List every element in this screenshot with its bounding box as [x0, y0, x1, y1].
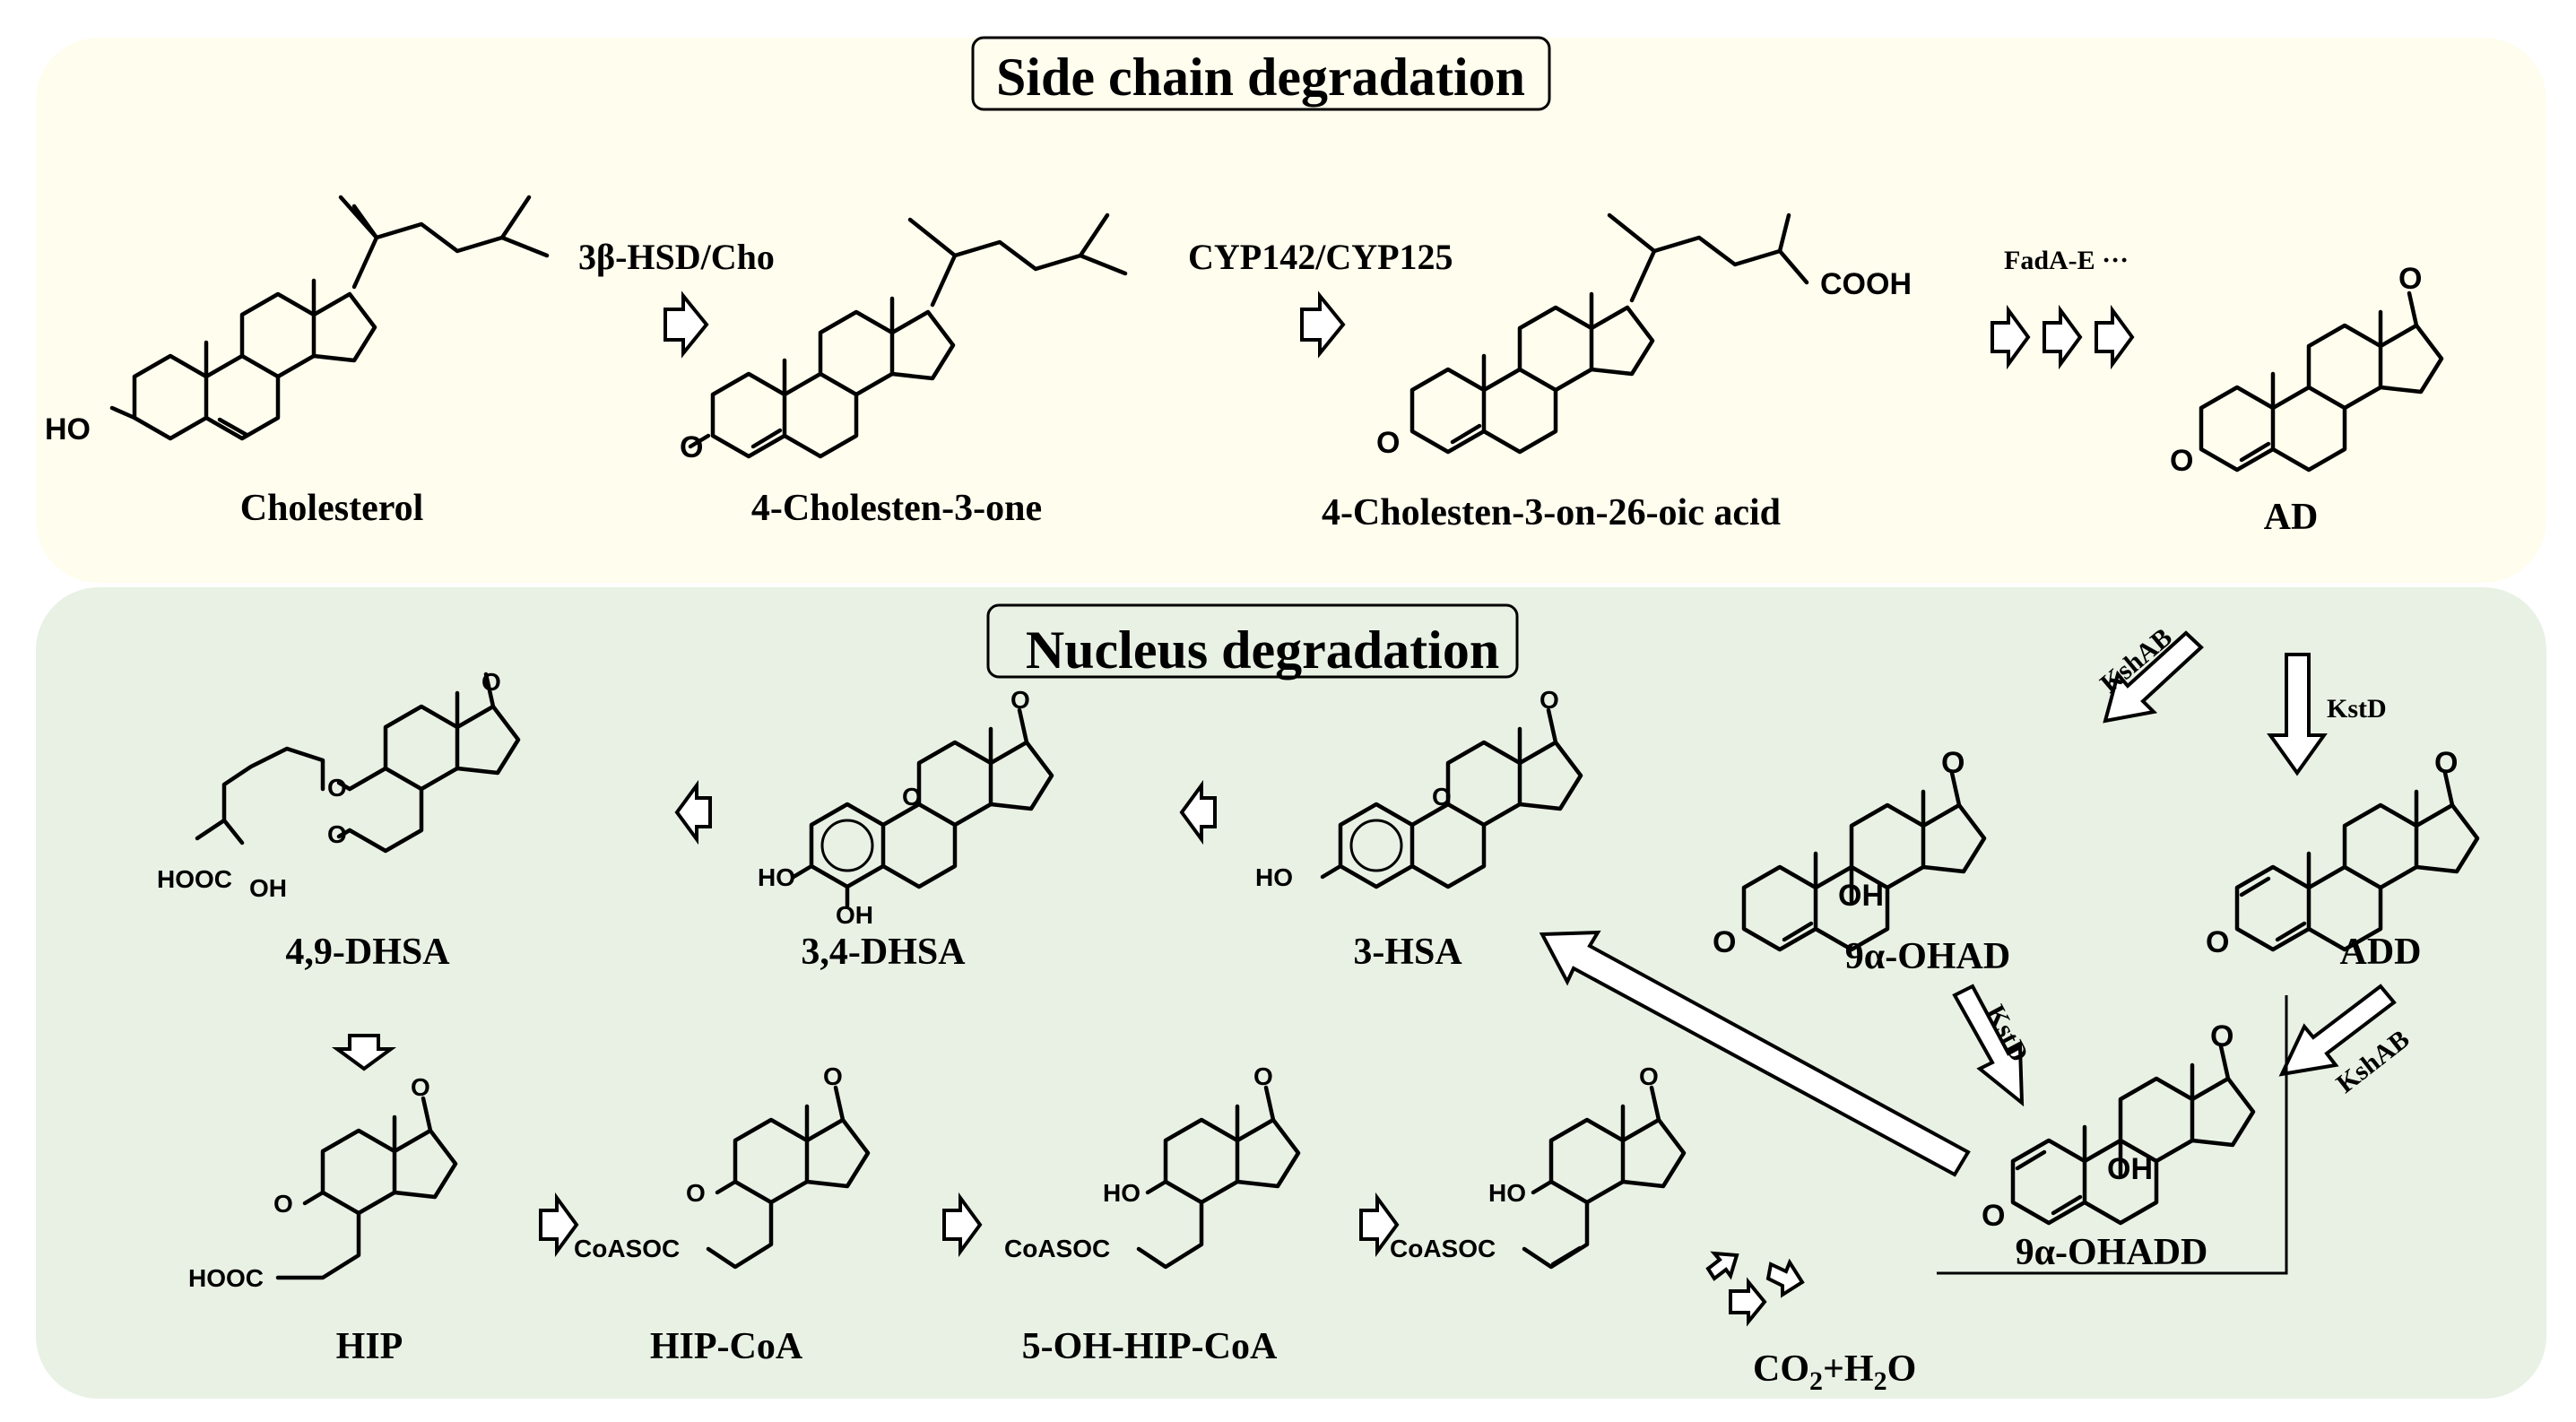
hsa-label: 3-HSA — [1353, 932, 1462, 973]
ohadd-o: O — [1982, 1199, 2005, 1233]
cholesterol-structure — [109, 195, 550, 438]
arrow-n5 — [942, 1192, 983, 1258]
hip-o: O — [273, 1190, 293, 1218]
ohad-o: O — [1713, 925, 1736, 959]
enzyme-kstd-1: KstD — [2327, 694, 2387, 724]
ohad-label: 9α-OHAD — [1845, 936, 2010, 977]
ohadd-o2: O — [2210, 1019, 2233, 1053]
hip-label: HIP — [336, 1326, 403, 1367]
dhsa49-label: 4,9-DHSA — [285, 932, 450, 973]
arrow-3c — [2095, 304, 2135, 370]
arrow-multi-2 — [1729, 1277, 1767, 1327]
dhsa49-o: O — [327, 774, 347, 802]
add-label: ADD — [2340, 932, 2422, 973]
dhsa34-structure — [791, 707, 1054, 908]
arrow-multi-3 — [1765, 1258, 1805, 1298]
co2-h2o-label: CO2+H2O — [1753, 1348, 1916, 1396]
enoyl-coa-structure — [1522, 1085, 1687, 1270]
arrow-multi-1 — [1705, 1251, 1739, 1281]
nucleus-title: Nucleus degradation — [1026, 620, 1499, 680]
hsa-structure — [1320, 707, 1583, 889]
ad-structure — [2201, 293, 2442, 470]
ad-label: AD — [2264, 497, 2319, 538]
ohhipcoa-coasoc: CoASOC — [1004, 1235, 1110, 1262]
cholestenoic-label: 4-Cholesten-3-on-26-oic acid — [1322, 492, 1781, 533]
dhsa34-label: 3,4-DHSA — [801, 932, 966, 973]
enzyme-cyp: CYP142/CYP125 — [1188, 237, 1453, 277]
cholesterol-ho: HO — [45, 412, 91, 447]
dhsa49-structure — [195, 672, 521, 854]
arrow-3b — [2043, 304, 2083, 370]
ohadd-label: 9α-OHADD — [2016, 1232, 2208, 1273]
cholestenone-o: O — [680, 430, 703, 464]
hipcoa-coasoc: CoASOC — [574, 1235, 680, 1262]
cholestenoic-o: O — [1376, 426, 1400, 460]
dhsa34-ho: HO — [758, 863, 795, 891]
enoyl-coasoc: CoASOC — [1390, 1235, 1496, 1262]
arrow-3a — [1991, 304, 2031, 370]
dhsa34-o: O — [902, 783, 922, 811]
hipcoa-o: O — [686, 1179, 706, 1207]
dhsa49-o2: O — [327, 820, 347, 848]
arrow-kstd-2 — [1952, 984, 2025, 1107]
hsa-o2: O — [1540, 686, 1559, 714]
ohad-structure — [1744, 773, 1984, 949]
arrow-n6 — [1359, 1192, 1400, 1258]
cholestenoic-cooh: COOH — [1820, 267, 1912, 301]
side-chain-panel — [36, 38, 2546, 583]
cholesterol-label: Cholesterol — [240, 488, 424, 529]
cholestenone-structure — [688, 212, 1128, 456]
enoyl-ho: HO — [1488, 1179, 1526, 1207]
arrow-2 — [1300, 290, 1346, 359]
add-o2: O — [2434, 746, 2458, 780]
side-chain-title-box — [971, 36, 1551, 111]
hip-o2: O — [411, 1073, 430, 1101]
ohhipcoa-label: 5-OH-HIP-CoA — [1022, 1326, 1278, 1367]
enzyme-fad: FadA-E ··· — [2004, 246, 2129, 275]
hip-structure — [275, 1096, 458, 1280]
hsa-o: O — [1432, 783, 1452, 811]
ohhipcoa-o2: O — [1253, 1062, 1273, 1090]
ohadd-oh: OH — [2107, 1152, 2153, 1186]
enzyme-hsd: 3β-HSD/Cho — [578, 237, 775, 277]
side-chain-title: Side chain degradation — [996, 48, 1525, 107]
ohad-o2: O — [1941, 746, 1965, 780]
dhsa34-oh: OH — [836, 901, 873, 929]
hipcoa-structure — [706, 1085, 871, 1270]
arrow-long — [1539, 930, 1971, 1177]
arrow-n2 — [674, 779, 712, 845]
ohhipcoa-structure — [1136, 1085, 1301, 1270]
hipcoa-o2: O — [823, 1062, 843, 1090]
arrow-kstd-1 — [2267, 653, 2328, 776]
add-structure — [2237, 773, 2477, 949]
nucleus-panel — [36, 587, 2546, 1399]
ohhipcoa-ho: HO — [1103, 1179, 1141, 1207]
arrow-kshab-1 — [2103, 630, 2204, 724]
ad-o2: O — [2398, 262, 2422, 296]
enoyl-o2: O — [1639, 1062, 1659, 1090]
hipcoa-label: HIP-CoA — [650, 1326, 803, 1367]
dhsa49-oh: OH — [249, 874, 287, 902]
dhsa49-o3: O — [481, 668, 501, 696]
hip-hooc: HOOC — [188, 1264, 264, 1292]
cholestenoic-acid-structure — [1412, 212, 1809, 452]
arrow-n4 — [539, 1192, 579, 1258]
hsa-ho: HO — [1255, 863, 1293, 891]
ad-o: O — [2170, 444, 2193, 478]
add-o: O — [2206, 925, 2229, 959]
dhsa34-o2: O — [1010, 686, 1030, 714]
nucleus-title-box — [986, 603, 1519, 679]
ohad-oh: OH — [1838, 879, 1884, 913]
arrow-n1 — [1179, 779, 1217, 845]
arrow-1 — [664, 290, 709, 359]
arrow-n3 — [331, 1034, 397, 1071]
arrow-kshab-2 — [2278, 984, 2397, 1077]
dhsa49-hooc: HOOC — [157, 865, 232, 893]
ohadd-structure — [2013, 1046, 2253, 1223]
cholestenone-label: 4-Cholesten-3-one — [751, 488, 1042, 529]
